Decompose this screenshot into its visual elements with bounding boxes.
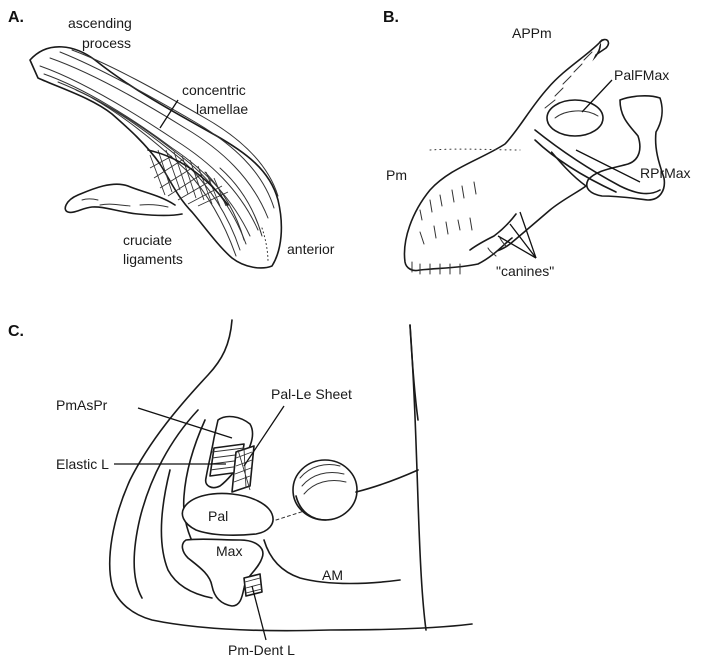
- label-pmaspr: PmAsPr: [56, 397, 108, 413]
- label-pm: Pm: [386, 167, 407, 183]
- label-rprmax: RPrMax: [640, 165, 691, 181]
- label-anterior: anterior: [287, 241, 335, 257]
- label-elastic-l: Elastic L: [56, 456, 109, 472]
- label-appm: APPm: [512, 25, 552, 41]
- adductor-muscle: [356, 470, 418, 492]
- label-ascending: ascending: [68, 15, 132, 31]
- label-palfmax: PalFMax: [614, 67, 669, 83]
- label-max: Max: [216, 543, 242, 559]
- panel-c: C.: [8, 320, 472, 658]
- label-concentric: concentric: [182, 82, 246, 98]
- pal-le-sheet: [232, 446, 254, 492]
- eye-lens: [293, 460, 357, 520]
- label-ligaments: ligaments: [123, 251, 183, 267]
- panel-a: A. ascending: [8, 9, 335, 268]
- pm-dent-ligament: [244, 574, 262, 596]
- label-process: process: [82, 35, 131, 51]
- premaxilla-main: [404, 40, 602, 271]
- panel-a-letter: A.: [8, 9, 24, 26]
- panel-b: B. APPm PalFMax Pm RPrMax: [383, 9, 691, 279]
- panel-c-letter: C.: [8, 323, 24, 340]
- label-pal-le-sheet: Pal-Le Sheet: [271, 386, 352, 402]
- label-cruciate: cruciate: [123, 232, 172, 248]
- label-pal: Pal: [208, 508, 228, 524]
- label-pm-dent-l: Pm-Dent L: [228, 642, 295, 658]
- label-canines: "canines": [496, 263, 554, 279]
- panel-b-letter: B.: [383, 9, 399, 26]
- leader-pm-dent-l: [252, 586, 266, 640]
- label-am: AM: [322, 567, 343, 583]
- label-lamellae: lamellae: [196, 101, 248, 117]
